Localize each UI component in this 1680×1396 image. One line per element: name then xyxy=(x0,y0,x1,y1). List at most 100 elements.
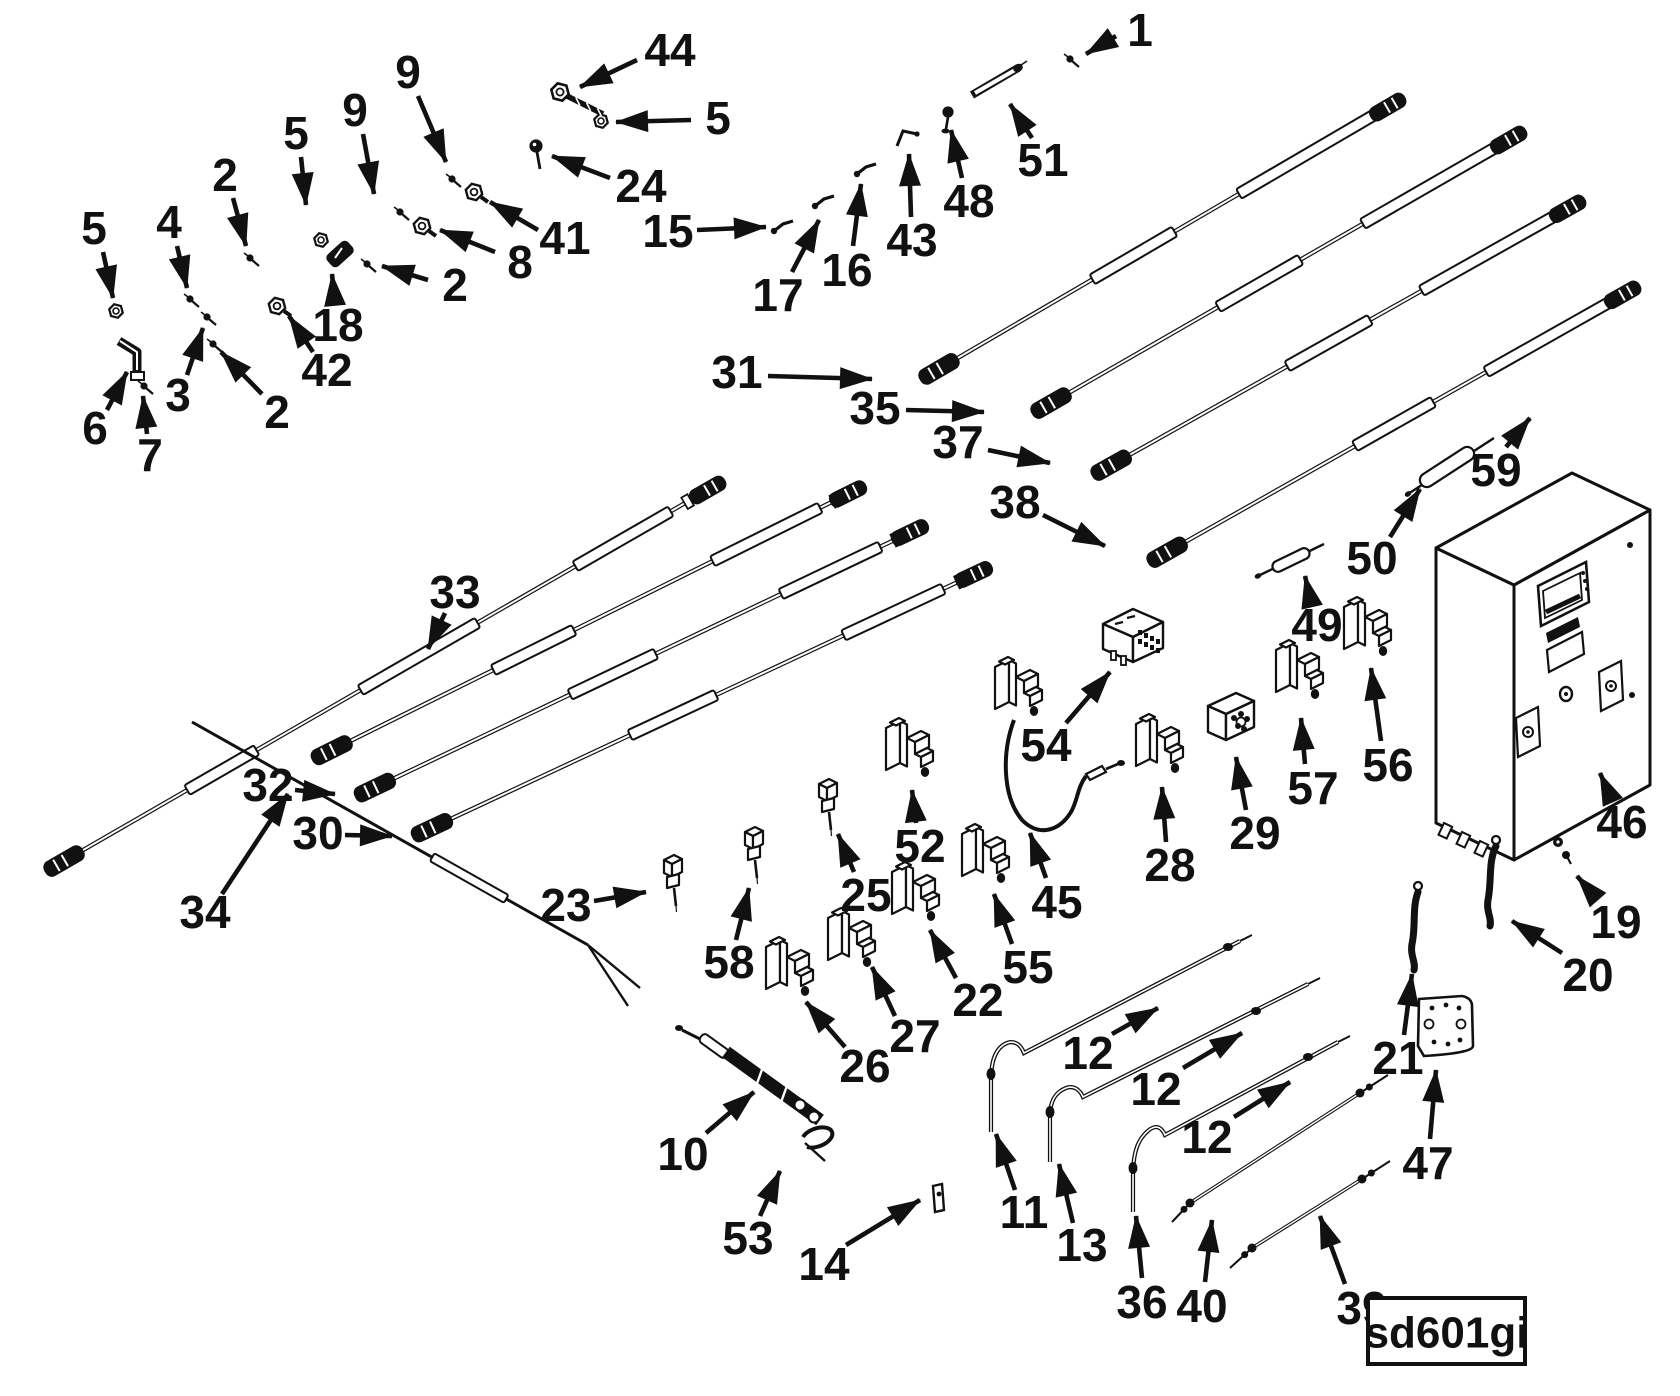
callout-arrow-20-26 xyxy=(1510,919,1564,955)
callout-label-5-6: 5 xyxy=(81,202,107,254)
callout-label-32-38: 32 xyxy=(242,759,293,811)
callout-arrow-50-56 xyxy=(1388,487,1422,539)
part-connector-27 xyxy=(826,906,877,967)
callout-label-15-21: 15 xyxy=(642,205,693,257)
callout-arrow-39-45 xyxy=(1317,1215,1348,1285)
part-screw xyxy=(183,293,200,308)
callout-label-4-5: 4 xyxy=(156,196,182,248)
callout-arrow-55-61 xyxy=(991,893,1016,945)
part-valve-58 xyxy=(743,825,765,885)
callout-arrow-21-27 xyxy=(1396,973,1419,1036)
callout-arrow-42-48 xyxy=(287,314,316,354)
part-ball-stud-48 xyxy=(941,106,954,134)
part-connector-22 xyxy=(890,860,941,921)
callout-arrow-27-33 xyxy=(869,966,898,1017)
callout-label-21-27: 21 xyxy=(1372,1032,1423,1084)
part-rod-10 xyxy=(675,1025,824,1126)
control-box-left-face xyxy=(1434,546,1516,862)
callout-label-40-46: 40 xyxy=(1176,1280,1227,1332)
callout-label-33-39: 33 xyxy=(429,566,480,618)
part-bolt-44 xyxy=(549,81,605,117)
callout-arrow-5-6 xyxy=(95,251,117,299)
callout-arrow-32-38 xyxy=(294,779,336,802)
part-hose-hose-a xyxy=(43,475,727,877)
part-connector-56 xyxy=(1342,595,1393,656)
callout-label-31-37: 31 xyxy=(711,346,762,398)
callout-arrow-9-12 xyxy=(357,133,380,195)
callout-label-7-10: 7 xyxy=(137,429,163,481)
callout-label-14-20: 14 xyxy=(798,1238,850,1290)
callout-arrow-1-0 xyxy=(1084,28,1120,56)
callout-arrow-26-32 xyxy=(804,1000,847,1049)
callout-arrow-49-55 xyxy=(1301,575,1323,610)
callout-label-57-63: 57 xyxy=(1287,762,1338,814)
callout-label-26-32: 26 xyxy=(839,1040,890,1092)
callout-arrow-10-14 xyxy=(704,1090,756,1135)
callout-arrow-2-1 xyxy=(227,197,249,247)
part-nut xyxy=(313,232,329,248)
callout-label-43-49: 43 xyxy=(886,214,937,266)
part-clip-14 xyxy=(931,1182,946,1214)
callout-label-34-40: 34 xyxy=(179,886,231,938)
callout-label-3-4: 3 xyxy=(165,369,191,421)
callout-arrow-12-16 xyxy=(1110,1005,1160,1037)
callout-label-2-1: 2 xyxy=(212,149,238,201)
callout-arrow-45-51 xyxy=(1027,832,1052,879)
callout-label-52-58: 52 xyxy=(894,820,945,872)
callout-label-9-12: 9 xyxy=(342,84,368,136)
callout-label-41-47: 41 xyxy=(539,212,590,264)
callout-label-38-44: 38 xyxy=(989,476,1040,528)
callout-arrow-6-9 xyxy=(102,370,130,412)
callout-arrow-22-28 xyxy=(927,928,959,980)
part-hex-fitting xyxy=(464,182,490,204)
callout-arrow-29-35 xyxy=(1231,756,1253,811)
part-valve-block-29 xyxy=(1206,691,1256,742)
part-valve-23 xyxy=(662,853,684,913)
part-clamp-53 xyxy=(801,1125,835,1162)
part-strap-21 xyxy=(1408,880,1424,974)
callout-label-49-55: 49 xyxy=(1291,599,1342,651)
callout-arrow-18-24 xyxy=(324,273,347,307)
callout-arrow-58-64 xyxy=(730,887,752,941)
part-tube-40 xyxy=(1171,1074,1389,1223)
callout-label-12-16: 12 xyxy=(1062,1027,1113,1079)
callout-arrow-48-54 xyxy=(947,129,969,179)
callout-label-10-14: 10 xyxy=(657,1128,708,1180)
tube-group xyxy=(986,934,1391,1269)
part-screw xyxy=(243,252,260,267)
callout-arrow-5-7 xyxy=(291,156,314,206)
callout-label-42-48: 42 xyxy=(301,344,352,396)
callout-label-35-41: 35 xyxy=(849,382,900,434)
part-tube-13 xyxy=(1045,977,1321,1162)
part-valve-25 xyxy=(817,777,839,837)
callout-arrow-34-40 xyxy=(220,792,290,896)
part-hose-35 xyxy=(1030,125,1528,419)
callout-arrow-40-46 xyxy=(1197,1219,1220,1283)
callout-label-16-22: 16 xyxy=(821,244,872,296)
callout-label-17-23: 17 xyxy=(752,269,803,321)
callout-arrow-12-18 xyxy=(1232,1080,1292,1119)
callout-arrow-12-17 xyxy=(1181,1031,1244,1070)
callout-label-50-56: 50 xyxy=(1346,532,1397,584)
callout-label-23-29: 23 xyxy=(540,879,591,931)
part-elbow-pin xyxy=(770,219,794,235)
callout-label-53-59: 53 xyxy=(722,1212,773,1264)
callout-arrow-2-3 xyxy=(219,350,264,396)
part-manifold-54 xyxy=(1101,607,1165,666)
callout-arrow-57-63 xyxy=(1292,717,1315,765)
part-strap-20 xyxy=(1484,834,1502,930)
part-ball-pin-24 xyxy=(529,139,543,170)
callout-label-11-15: 11 xyxy=(1000,1186,1049,1238)
part-connector-52 xyxy=(884,716,935,777)
callout-arrow-9-13 xyxy=(415,95,449,163)
callout-arrow-35-41 xyxy=(905,400,985,423)
part-hose-38 xyxy=(1146,280,1642,568)
callout-arrow-8-11 xyxy=(439,227,496,255)
part-connector-57 xyxy=(1274,638,1325,699)
callout-arrow-51-57 xyxy=(1008,102,1037,140)
callout-label-9-13: 9 xyxy=(395,46,421,98)
callout-label-47-53: 47 xyxy=(1402,1137,1453,1189)
callout-arrow-2-2 xyxy=(381,263,429,286)
